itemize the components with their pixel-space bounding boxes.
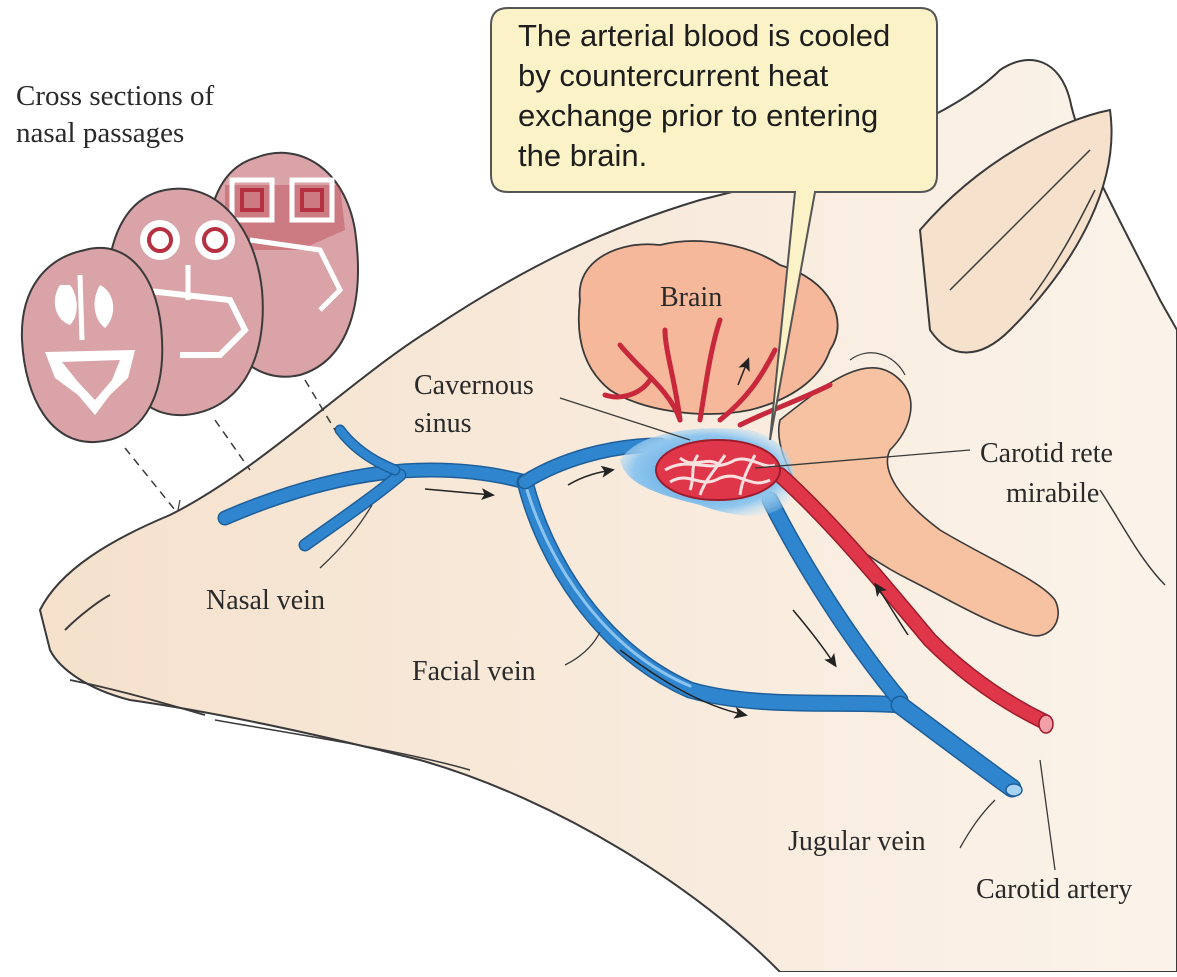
cross-section-1	[22, 248, 162, 442]
callout-line-3: exchange prior to entering	[518, 98, 878, 133]
carotid-rete-mirabile	[656, 440, 780, 500]
label-cross-sections-line2: nasal passages	[16, 117, 184, 149]
label-rete-line1: Carotid rete	[980, 438, 1113, 469]
label-nasal-vein: Nasal vein	[206, 585, 325, 616]
jugular-vein-end	[1006, 784, 1022, 796]
label-carotid-artery: Carotid artery	[976, 874, 1132, 905]
label-facial-vein: Facial vein	[412, 656, 536, 687]
label-brain: Brain	[660, 282, 722, 313]
carotid-artery-end	[1039, 715, 1053, 733]
callout-line-1: The arterial blood is cooled	[518, 18, 890, 53]
label-cavernous-line2: sinus	[414, 408, 472, 439]
label-cross-sections-line1: Cross sections of	[16, 80, 215, 112]
label-cavernous-line1: Cavernous	[414, 370, 534, 401]
label-rete-line2: mirabile	[1006, 478, 1099, 509]
callout-line-2: by countercurrent heat	[518, 58, 829, 93]
callout-line-4: the brain.	[518, 138, 647, 173]
label-jugular-vein: Jugular vein	[788, 826, 926, 857]
